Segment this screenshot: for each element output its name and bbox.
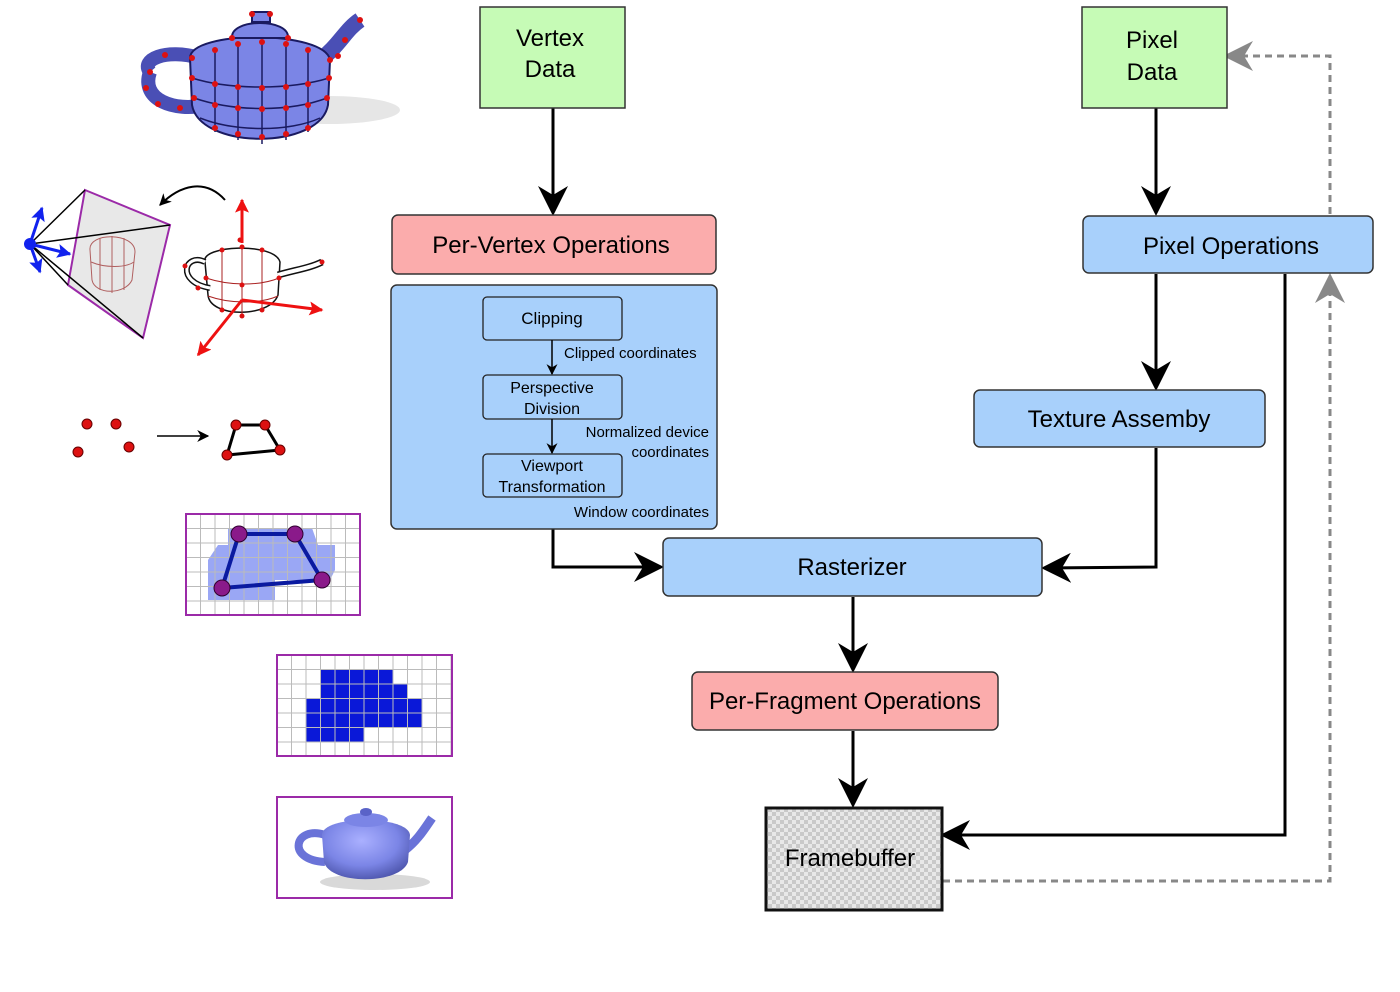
- vertex-subpipeline-panel: Clipping Clipped coordinates Perspective…: [390, 284, 718, 530]
- vertex-data-node: Vertex Data: [479, 6, 626, 109]
- normalized-device-label-1: Normalized device: [586, 424, 709, 441]
- pixel-data-label-1: Pixel: [1126, 27, 1178, 54]
- fragments-grid-icon: [276, 654, 453, 757]
- arrow-texture-to-rasterizer: [1041, 448, 1158, 583]
- clipped-coordinates-label: Clipped coordinates: [564, 345, 697, 362]
- teapot-mesh-icon: [140, 11, 400, 144]
- vertex-data-label-2: Data: [525, 56, 576, 83]
- clipping-label: Clipping: [521, 309, 582, 328]
- shaded-teapot-icon: [276, 796, 453, 899]
- pixel-data-label-2: Data: [1127, 59, 1178, 86]
- per-fragment-operations-label: Per-Fragment Operations: [709, 688, 981, 715]
- dashed-arrow-framebuffer-to-pixelops: [943, 273, 1345, 883]
- viewport-transformation-label-2: Transformation: [499, 479, 606, 496]
- rasterizer-label: Rasterizer: [797, 554, 906, 581]
- perspective-division-label-2: Division: [524, 401, 580, 418]
- pixel-operations-node: Pixel Operations: [1082, 215, 1374, 274]
- per-vertex-operations-label: Per-Vertex Operations: [432, 232, 669, 259]
- per-fragment-operations-node: Per-Fragment Operations: [691, 671, 999, 731]
- perspective-division-label-1: Perspective: [510, 380, 594, 397]
- pixel-data-node: Pixel Data: [1081, 6, 1228, 109]
- pipeline-arrows: [538, 41, 1345, 883]
- viewport-transformation-label-1: Viewport: [521, 458, 584, 475]
- camera-projection-icon: [24, 185, 325, 357]
- pixel-operations-label: Pixel Operations: [1143, 233, 1319, 260]
- framebuffer-label: Framebuffer: [785, 845, 915, 872]
- texture-assembly-label: Texture Assemby: [1028, 406, 1211, 433]
- window-coordinates-label: Window coordinates: [574, 504, 709, 521]
- framebuffer-node: Framebuffer: [764, 806, 944, 912]
- normalized-device-label-2: coordinates: [631, 444, 709, 461]
- texture-assembly-node: Texture Assemby: [973, 389, 1266, 448]
- per-vertex-operations-node: Per-Vertex Operations: [391, 214, 717, 275]
- primitive-assembly-icon: [72, 418, 286, 461]
- rasterization-grid-icon: [185, 513, 361, 616]
- rasterizer-node: Rasterizer: [662, 537, 1043, 597]
- dashed-arrow-pixelops-to-pixeldata: [1223, 41, 1332, 214]
- viewport-transformation-node: [482, 453, 623, 498]
- vertex-data-label-1: Vertex: [516, 25, 584, 52]
- arrow-pixelops-to-framebuffer: [940, 274, 1287, 850]
